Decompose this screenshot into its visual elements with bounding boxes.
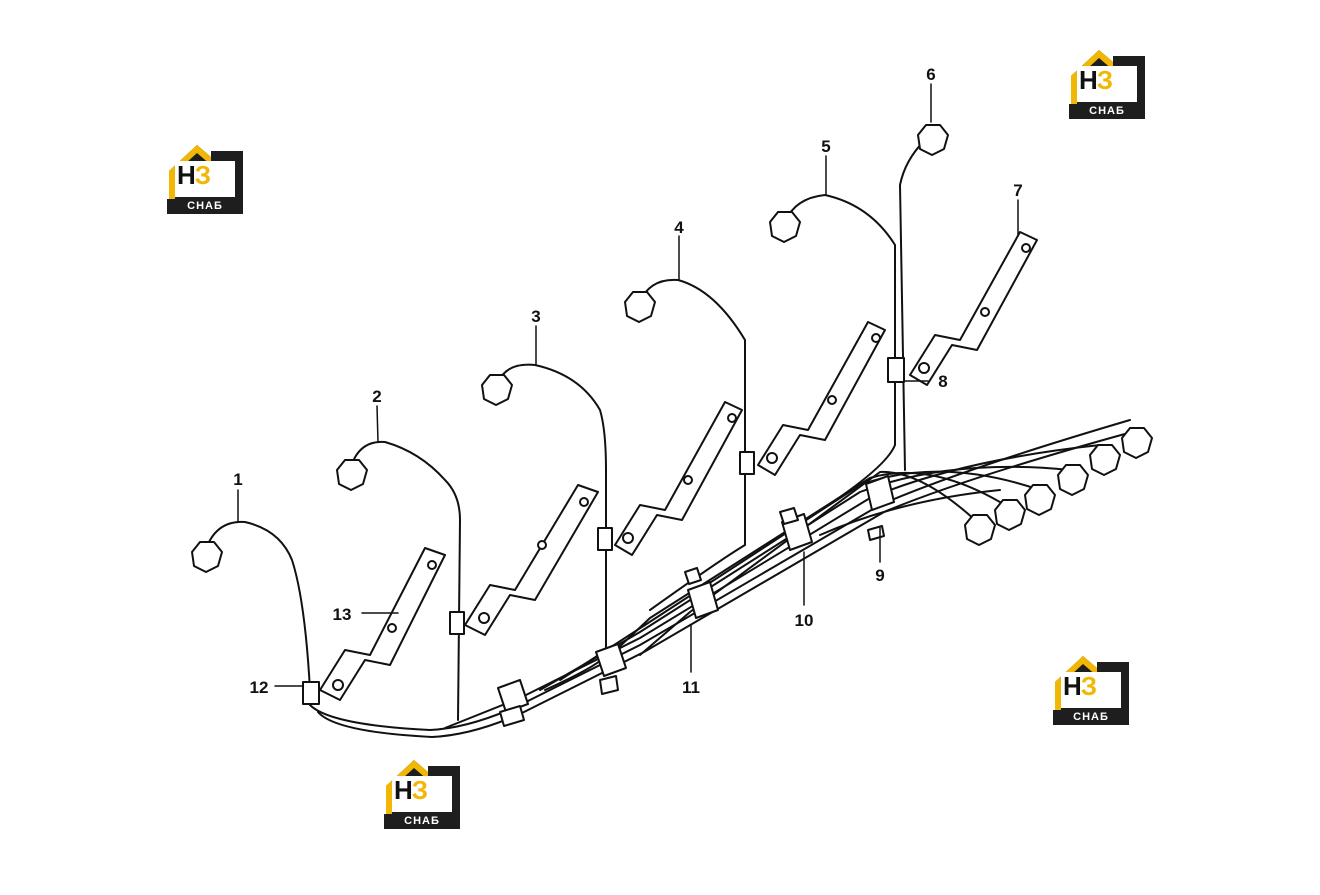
callout-8: 8 [938,372,947,391]
brackets [319,231,1038,701]
logo-mark: НЗ [394,775,428,805]
logo-mark: НЗ [1063,671,1097,701]
brand-logo: НЗ СНАБ [1069,48,1147,122]
logo-band: СНАБ [1069,104,1145,119]
callout-11: 11 [682,678,700,697]
callout-labels: 1 2 3 4 5 6 7 8 9 10 11 12 13 [233,65,1022,697]
callout-10: 10 [795,611,814,630]
callout-4: 4 [674,218,684,237]
callout-13: 13 [333,605,352,624]
clamps [302,357,905,727]
callout-9: 9 [875,566,884,585]
logo-band: СНАБ [384,814,460,829]
callout-12: 12 [250,678,269,697]
brand-logo: НЗ СНАБ [384,758,462,832]
house-roof-icon [169,145,243,199]
logo-band: СНАБ [1053,710,1129,725]
brand-logo: НЗ СНАБ [1053,654,1131,728]
house-roof-icon [1071,50,1145,104]
callout-6: 6 [926,65,935,84]
house-roof-icon [386,760,460,814]
callout-1: 1 [233,470,242,489]
injector-nuts [191,124,1153,573]
brand-logo: НЗ СНАБ [167,143,245,217]
logo-mark: НЗ [177,160,211,190]
callout-5: 5 [821,137,830,156]
callout-2: 2 [372,387,381,406]
logo-band: СНАБ [167,199,243,214]
house-roof-icon [1055,656,1129,710]
callout-3: 3 [531,307,540,326]
leader-lines [237,83,1019,687]
logo-mark: НЗ [1079,65,1113,95]
callout-7: 7 [1013,181,1022,200]
